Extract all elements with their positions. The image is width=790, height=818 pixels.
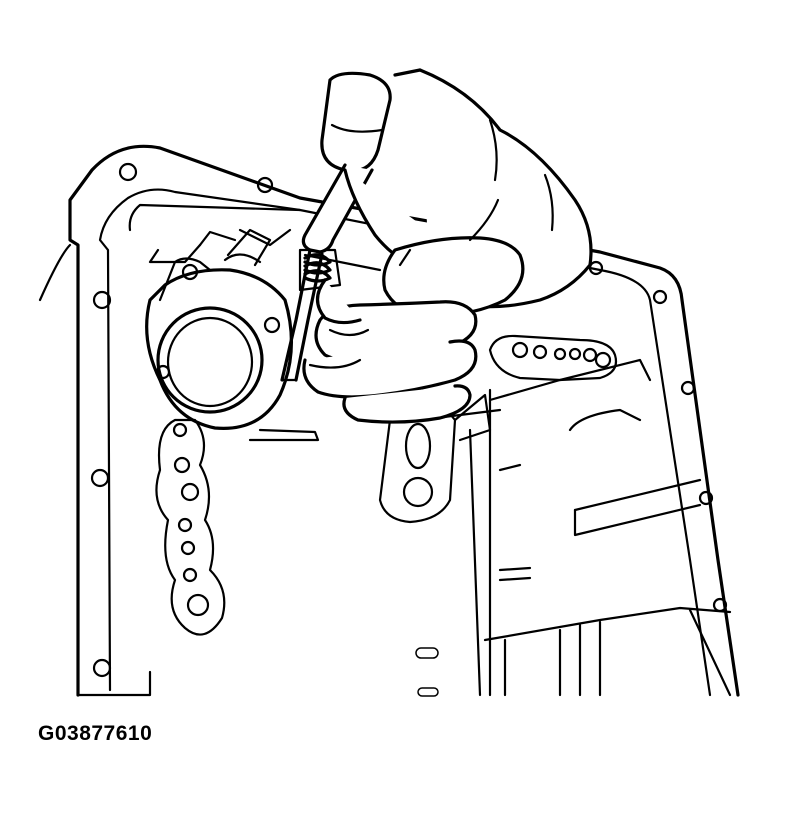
gasket-hole-icon bbox=[90, 468, 110, 488]
figure-code-label: G03877610 bbox=[38, 722, 153, 745]
gasket-hole-icon bbox=[155, 364, 171, 380]
gasket-hole-icon bbox=[582, 347, 598, 363]
gasket-hole-icon bbox=[181, 263, 199, 281]
gasket-right bbox=[488, 334, 618, 382]
gasket-hole-icon bbox=[698, 490, 714, 506]
pan-flange bbox=[38, 144, 740, 697]
flange-bolt-holes bbox=[90, 162, 728, 678]
gasket-hole-icon bbox=[92, 658, 112, 678]
gasket-hole-icon bbox=[92, 290, 112, 310]
gasket-hole-icon bbox=[402, 476, 434, 508]
gasket-hole-icon bbox=[180, 482, 200, 502]
gasket-left bbox=[155, 418, 226, 636]
gasket-hole-icon bbox=[511, 341, 529, 359]
gasket-hole-icon bbox=[532, 344, 548, 360]
gasket-hole-icon bbox=[594, 351, 612, 369]
gasket-hole-icon bbox=[177, 517, 193, 533]
gasket-hole-icon bbox=[263, 316, 281, 334]
gasket-hole-icon bbox=[182, 567, 198, 583]
hand-icon bbox=[302, 68, 593, 424]
gasket-hole-icon bbox=[652, 289, 668, 305]
gasket-hole-icon bbox=[588, 260, 604, 276]
gasket-hole-icon bbox=[256, 176, 274, 194]
gasket-hole-icon bbox=[568, 347, 582, 361]
gasket-hole-icon bbox=[186, 593, 210, 617]
pump-housing bbox=[145, 228, 293, 430]
gasket-hole-icon bbox=[118, 162, 138, 182]
gasket-hole-icon bbox=[553, 347, 567, 361]
gasket-hole-icon bbox=[172, 422, 188, 438]
gasket-hole-icon bbox=[173, 456, 191, 474]
gasket-hole-icon bbox=[680, 380, 696, 396]
gasket-hole-icon bbox=[180, 540, 196, 556]
